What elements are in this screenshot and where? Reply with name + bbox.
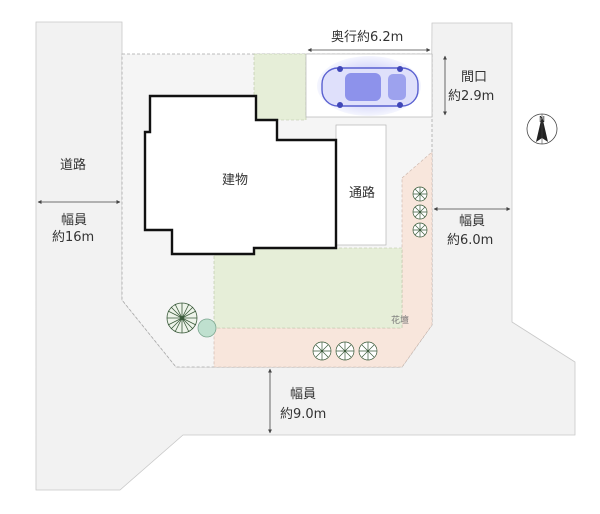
building-label: 建物	[222, 173, 249, 188]
flowerbed-label: 花壇	[391, 316, 410, 326]
tree-icon	[166, 302, 217, 338]
frontage-value: 約2.9m	[448, 89, 495, 104]
road-east-width-value: 約6.0m	[447, 233, 494, 248]
road-west-width-label: 幅員	[61, 213, 88, 228]
road-west-label: 道路	[60, 158, 87, 173]
passage-label: 通路	[349, 186, 376, 201]
lawn-main	[213, 247, 403, 329]
building-outline	[143, 94, 338, 256]
shrub-south-icons	[312, 341, 378, 361]
car-icon	[317, 56, 421, 116]
north-compass-icon	[526, 113, 558, 145]
road-west-width-value: 約16m	[52, 230, 95, 245]
lawn-top	[253, 53, 307, 121]
passage	[335, 124, 387, 246]
road-south-width-value: 約9.0m	[280, 407, 327, 422]
frontage-label: 間口	[461, 70, 488, 85]
road-east-width-label: 幅員	[459, 214, 486, 229]
depth-label: 奥行約6.2m	[331, 30, 404, 45]
shrub-east-icons	[412, 186, 428, 238]
compass-north-label: N	[539, 115, 545, 124]
road-south-width-label: 幅員	[290, 387, 317, 402]
